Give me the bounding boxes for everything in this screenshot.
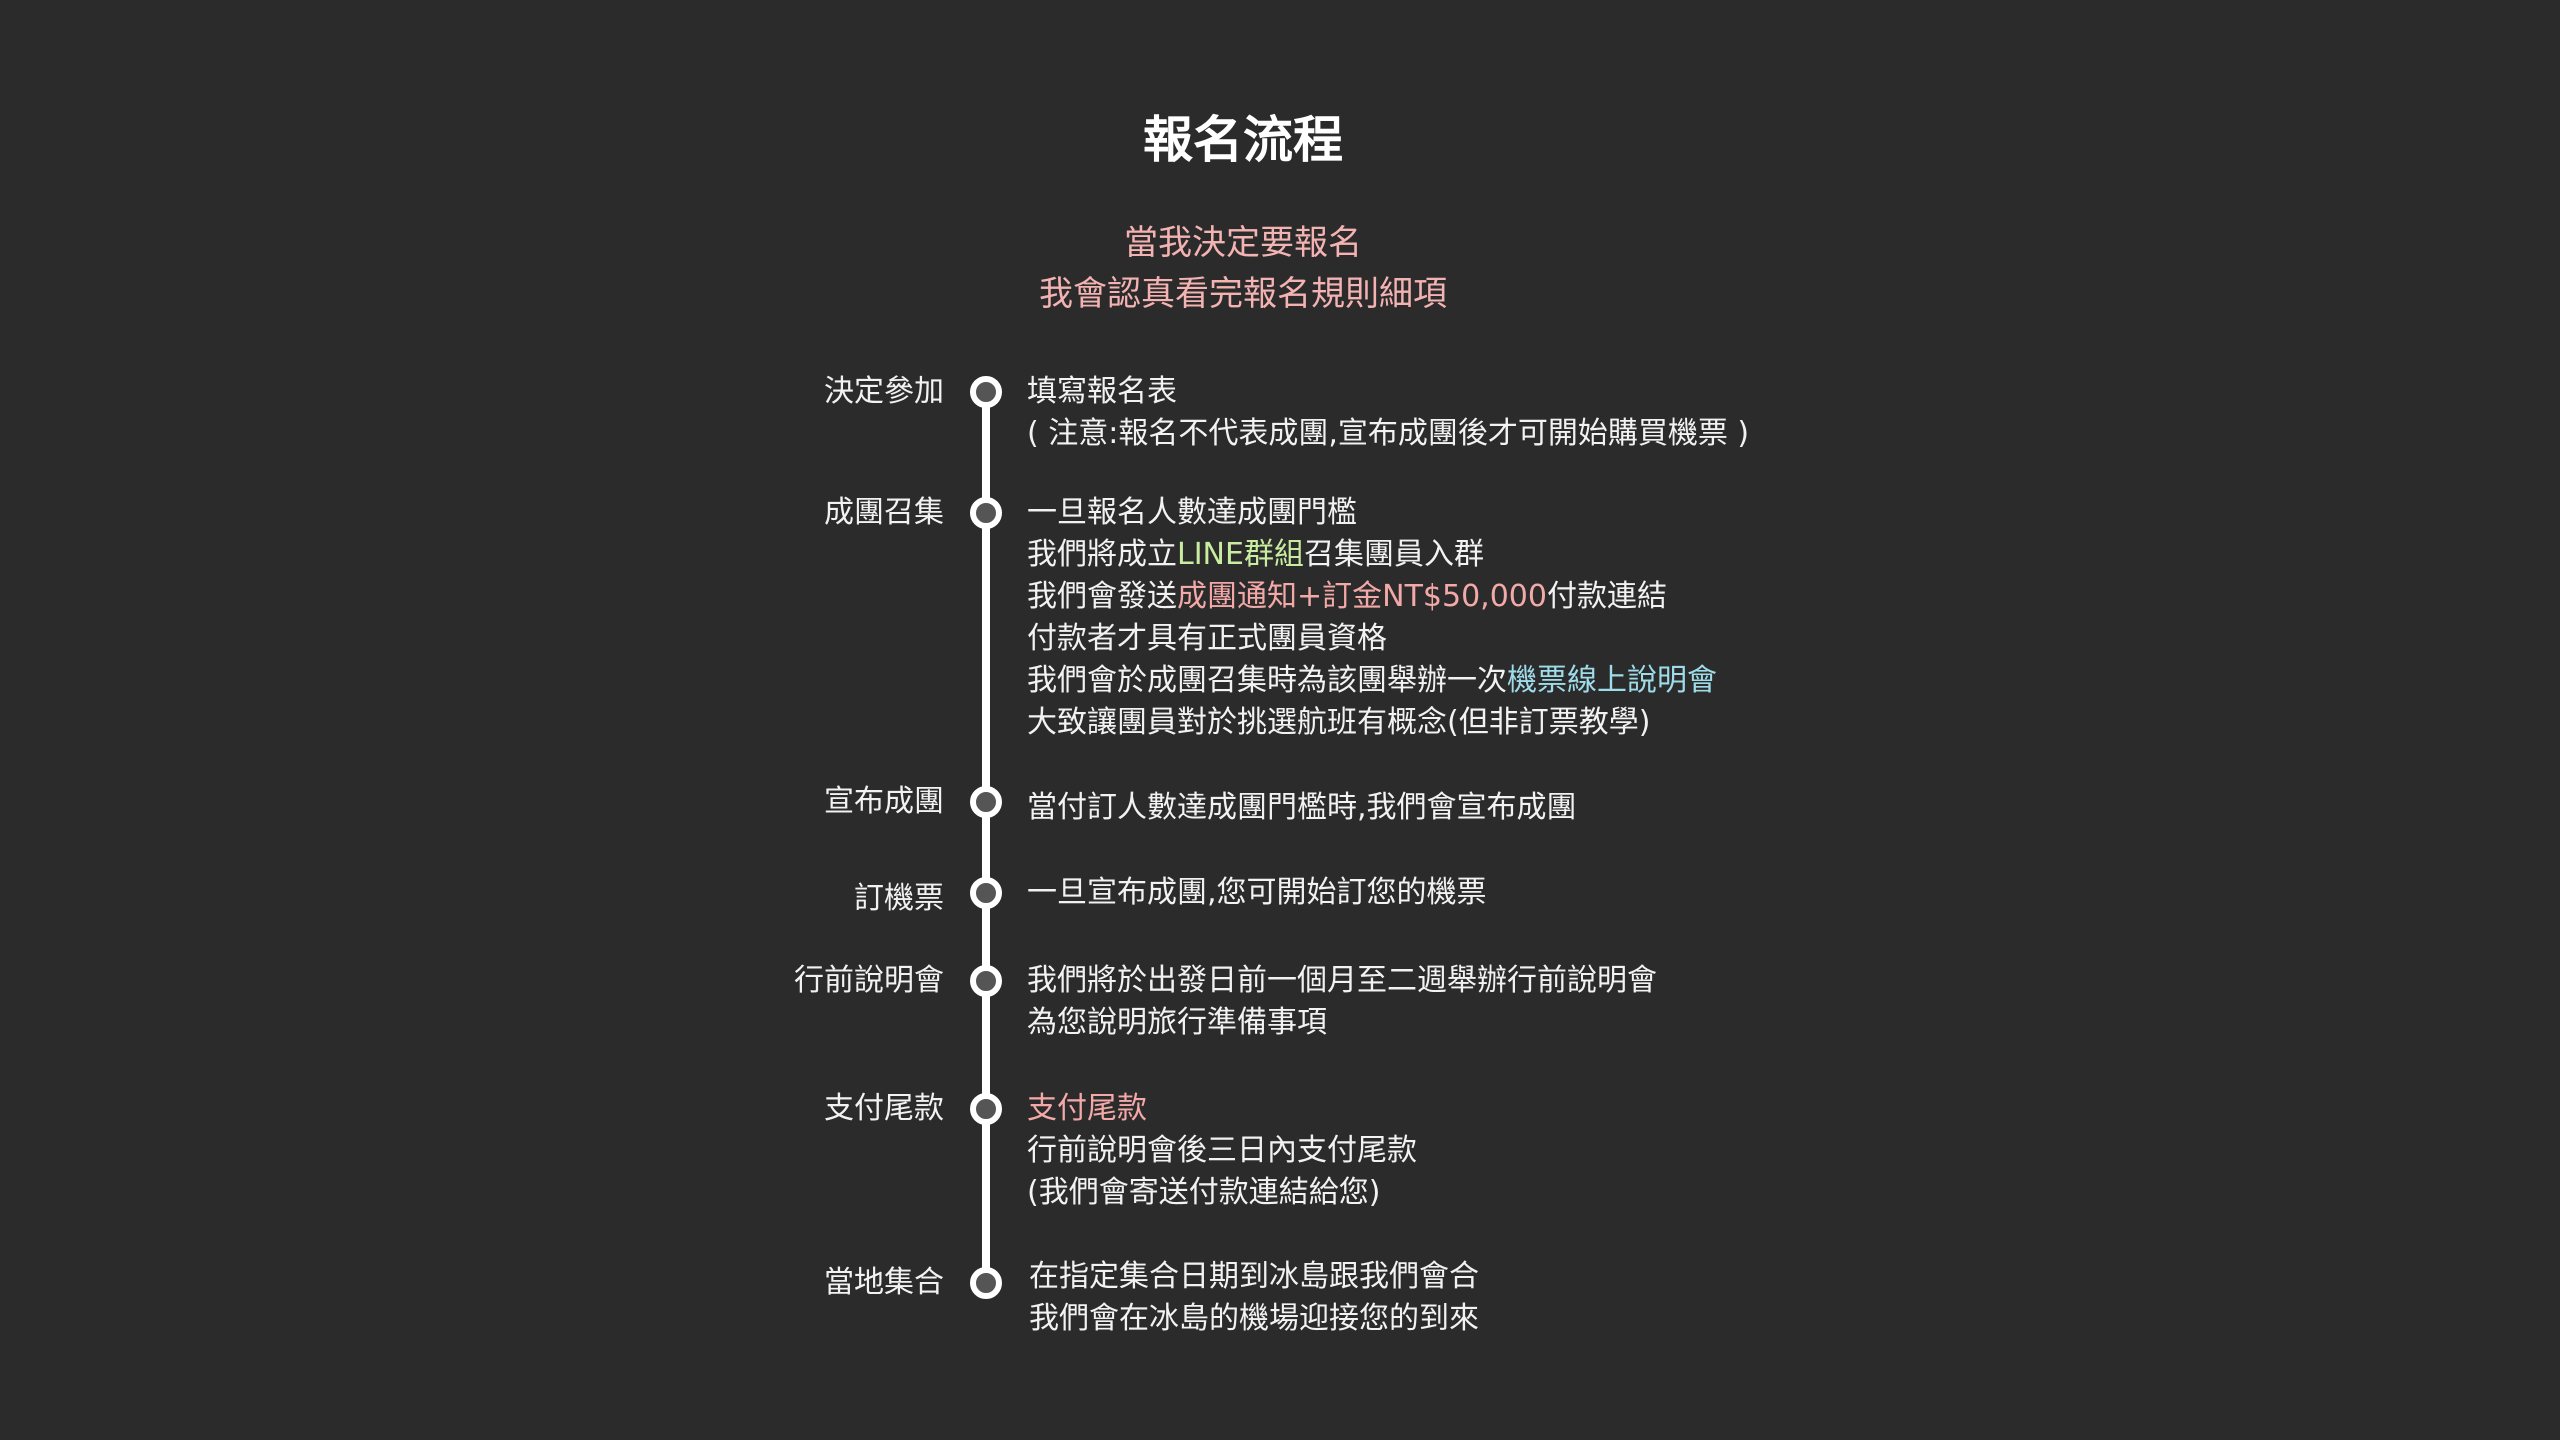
step-text: 為您說明旅行準備事項 (1027, 1005, 1327, 1040)
step-text: ( 注意:報名不代表成團,宣布成團後才可開始購買機票 ) (1027, 416, 1750, 451)
step-body: 當付訂人數達成團門檻時,我們會宣布成團 (1027, 787, 1577, 829)
timeline-dot-icon (970, 877, 1002, 909)
step-text: 我們會於成團召集時為該團舉辦一次機票線上說明會 (1027, 660, 1717, 702)
step-body: 填寫報名表 ( 注意:報名不代表成團,宣布成團後才可開始購買機票 ) (1027, 371, 1749, 455)
text-segment: 我們將成立 (1027, 537, 1177, 572)
step-body: 一旦報名人數達成團門檻 我們將成立LINE群組召集團員入群 我們會發送成團通知+… (1027, 492, 1717, 744)
timeline-dot-icon (970, 1093, 1002, 1125)
step-text: 在指定集合日期到冰島跟我們會合 (1029, 1259, 1479, 1294)
step-label: 當地集合 (824, 1265, 944, 1300)
step-body: 我們將於出發日前一個月至二週舉辦行前說明會 為您說明旅行準備事項 (1027, 960, 1657, 1044)
subtitle-line-2: 我會認真看完報名規則細項 (1039, 274, 1447, 314)
highlight-briefing: 機票線上說明會 (1507, 663, 1717, 698)
timeline-dot-icon (970, 376, 1002, 408)
text-segment: 我們會於成團召集時為該團舉辦一次 (1027, 663, 1507, 698)
highlight-deposit: 成團通知+訂金NT$50,000 (1177, 579, 1547, 614)
step-text: 我們會發送成團通知+訂金NT$50,000付款連結 (1027, 576, 1717, 618)
step-body: 一旦宣布成團,您可開始訂您的機票 (1027, 872, 1487, 914)
page-title: 報名流程 (1143, 111, 1343, 169)
step-text: 當付訂人數達成團門檻時,我們會宣布成團 (1027, 790, 1577, 825)
text-segment: 付款連結 (1546, 579, 1667, 614)
timeline-line (982, 392, 990, 1283)
step-text: 我們會在冰島的機場迎接您的到來 (1029, 1301, 1479, 1336)
timeline-dot-icon (970, 1267, 1002, 1299)
step-text: 大致讓團員對於挑選航班有概念(但非訂票教學) (1027, 705, 1651, 740)
step-label: 決定參加 (824, 374, 944, 409)
text-segment: 召集團員入群 (1303, 537, 1484, 572)
step-text: 一旦報名人數達成團門檻 (1027, 495, 1357, 530)
text-segment: 我們會發送 (1027, 579, 1177, 614)
step-text: 支付尾款 (1027, 1091, 1147, 1126)
step-label: 行前說明會 (794, 963, 944, 998)
highlight-line-group: LINE群組 (1177, 537, 1304, 572)
timeline-dot-icon (970, 786, 1002, 818)
step-label: 宣布成團 (824, 784, 944, 819)
step-text: 一旦宣布成團,您可開始訂您的機票 (1027, 875, 1487, 910)
step-body: 在指定集合日期到冰島跟我們會合 我們會在冰島的機場迎接您的到來 (1029, 1256, 1479, 1340)
step-label: 支付尾款 (824, 1091, 944, 1126)
step-text: 我們將於出發日前一個月至二週舉辦行前說明會 (1027, 963, 1657, 998)
timeline-dot-icon (970, 965, 1002, 997)
step-text: 行前說明會後三日內支付尾款 (1027, 1133, 1417, 1168)
step-label: 成團召集 (824, 495, 944, 530)
step-text: (我們會寄送付款連結給您) (1027, 1175, 1381, 1210)
subtitle-line-1: 當我決定要報名 (1124, 223, 1362, 263)
step-label: 訂機票 (854, 881, 944, 916)
step-text: 付款者才具有正式團員資格 (1027, 621, 1387, 656)
step-text: 填寫報名表 (1027, 374, 1177, 409)
timeline-dot-icon (970, 497, 1002, 529)
step-body: 支付尾款 行前說明會後三日內支付尾款 (我們會寄送付款連結給您) (1027, 1088, 1417, 1214)
step-text: 我們將成立LINE群組召集團員入群 (1027, 534, 1717, 576)
